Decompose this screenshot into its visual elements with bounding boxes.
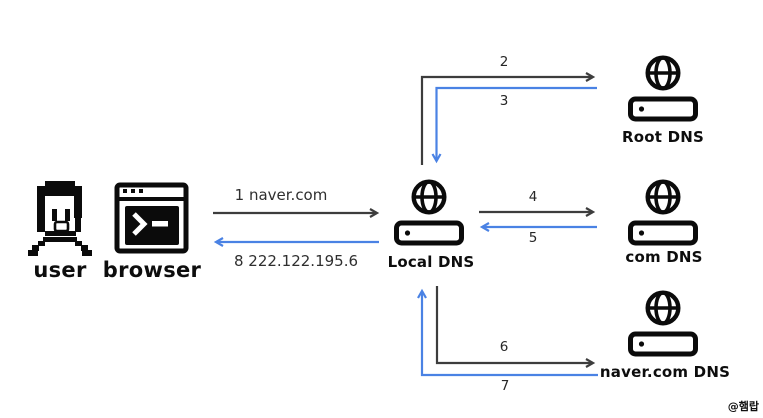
arrow-2-query-localdns-to-rootdns	[420, 72, 596, 165]
arrow-7-answer-naverdns-to-localdns	[417, 288, 598, 377]
root-dns-icon	[631, 58, 696, 119]
arrow-3-answer-rootdns-to-localdns	[431, 86, 597, 164]
naver-dns-icon	[631, 293, 696, 354]
local-dns-icon	[397, 182, 462, 243]
arrow-6-query-localdns-to-naverdns	[435, 286, 596, 368]
author-watermark: @햄랍	[727, 400, 759, 413]
user-icon	[28, 181, 92, 256]
com-dns-icon	[631, 182, 696, 243]
browser-icon	[114, 182, 189, 254]
